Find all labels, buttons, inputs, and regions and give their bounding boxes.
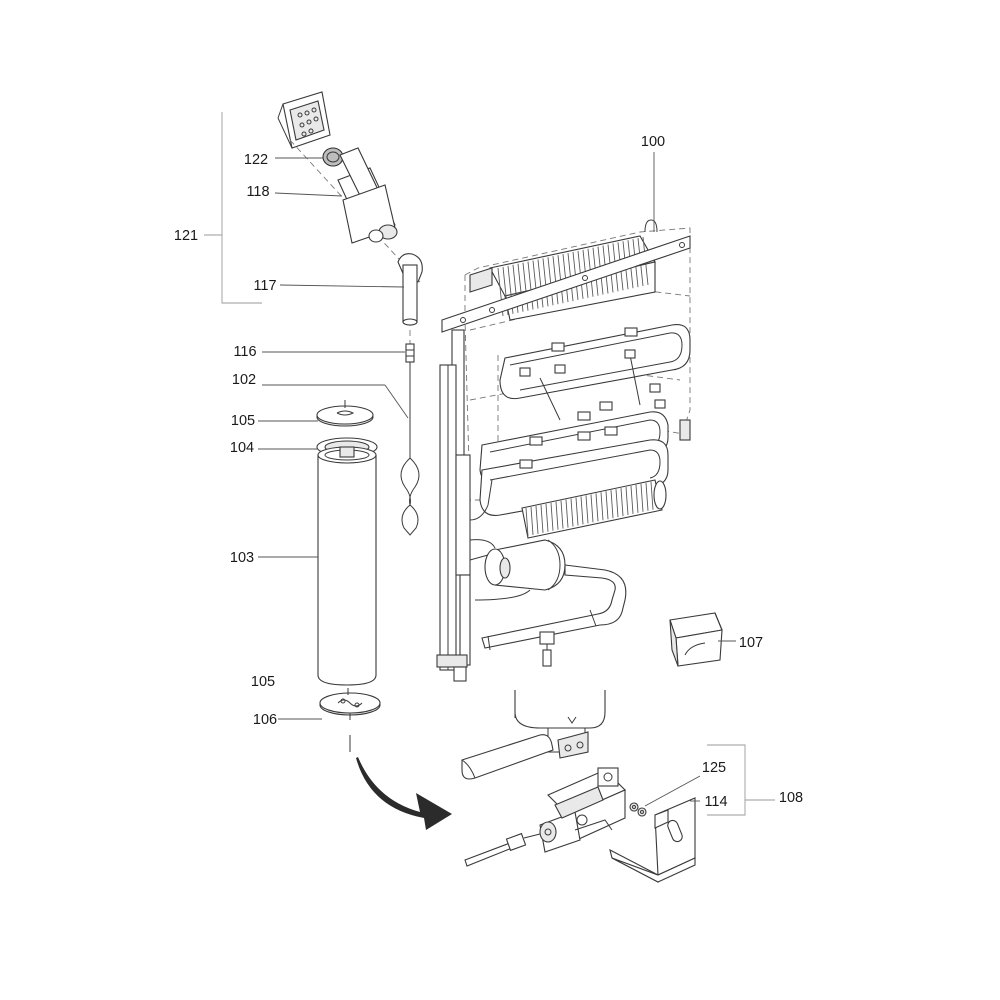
- vent-plate: [277, 91, 331, 149]
- condenser-fin: [590, 494, 594, 523]
- lower-pipe: [461, 734, 554, 780]
- condenser-fin: [542, 258, 549, 307]
- condenser-fin: [530, 506, 534, 535]
- mounting-rail-top: [441, 219, 691, 333]
- condenser-bottom: [521, 479, 667, 539]
- callout-107: 107: [739, 635, 763, 651]
- burner-detail: [461, 690, 696, 883]
- bracket-108: [707, 744, 775, 816]
- condenser-top: [469, 235, 656, 321]
- condenser-fin: [545, 503, 549, 532]
- condenser-fin: [610, 490, 614, 519]
- thermocouple-lead: [464, 832, 541, 867]
- callout-105-bottom: 105: [251, 674, 275, 690]
- burner-shield: [609, 797, 696, 883]
- condenser-fin: [600, 492, 604, 521]
- condenser-fins-bottom: [525, 481, 654, 537]
- condenser-fin: [630, 485, 634, 514]
- condenser-fin: [555, 501, 559, 530]
- condenser-fin: [557, 255, 564, 304]
- callout-103: 103: [230, 550, 254, 566]
- condenser-fin: [575, 497, 579, 526]
- return-pipe: [481, 564, 627, 667]
- bracket-121: [204, 112, 262, 304]
- burner-cover: [669, 612, 723, 667]
- callout-116: 116: [233, 344, 256, 360]
- condenser-fin: [580, 496, 584, 525]
- callout-117: 117: [253, 278, 276, 294]
- burner-tube-assembly: [316, 400, 381, 720]
- callout-108: 108: [779, 790, 803, 806]
- condenser-fin: [635, 484, 639, 513]
- callout-labels: 100 122 118 121 117 116 102 105 104 103 …: [174, 134, 803, 810]
- callout-118: 118: [246, 184, 269, 200]
- condenser-fin: [550, 502, 554, 531]
- condenser-fin: [570, 498, 574, 527]
- condenser-fin: [537, 259, 544, 308]
- seal-ring-top: [316, 400, 374, 427]
- leader-lines: [258, 152, 736, 807]
- condenser-fin: [535, 505, 539, 534]
- boiler-tube: [436, 329, 471, 682]
- condenser-fin: [585, 495, 589, 524]
- connecting-pipes: [469, 479, 531, 601]
- burner-tube: [317, 446, 377, 686]
- burner-jet: [539, 767, 626, 853]
- condenser-fin: [605, 491, 609, 520]
- condenser-fin: [525, 507, 529, 537]
- condenser-fin: [565, 499, 569, 528]
- flue-tube: [337, 147, 398, 244]
- condenser-fin: [552, 256, 559, 305]
- condenser-fin: [625, 486, 629, 516]
- callout-122: 122: [244, 152, 268, 168]
- fixing-screws: [629, 802, 647, 817]
- callout-100: 100: [641, 134, 665, 150]
- condenser-fin: [615, 489, 619, 518]
- absorber-vessel: [484, 539, 566, 591]
- condenser-fin: [650, 481, 654, 510]
- callout-121: 121: [174, 228, 198, 244]
- callout-104: 104: [230, 440, 254, 456]
- evaporator-coil: [479, 324, 691, 516]
- callout-105-top: 105: [231, 413, 255, 429]
- mesh-screen: [322, 147, 344, 167]
- condenser-fin: [620, 488, 624, 517]
- condenser-fin: [595, 493, 599, 522]
- callout-106: 106: [253, 712, 277, 728]
- bottom-plate: [319, 692, 381, 716]
- cooling-unit-assembly: [436, 219, 691, 682]
- deflector-tube: [397, 253, 423, 326]
- condenser-fin: [640, 483, 644, 512]
- direction-arrow: [349, 735, 452, 830]
- condenser-fin: [547, 257, 554, 306]
- condenser-fin: [532, 260, 539, 309]
- condenser-fin: [560, 500, 564, 529]
- condenser-fin: [645, 482, 649, 511]
- callout-114: 114: [704, 794, 727, 810]
- callout-125: 125: [702, 760, 726, 776]
- condenser-fin: [540, 504, 544, 533]
- flue-assembly: [277, 91, 423, 536]
- callout-102: 102: [232, 372, 256, 388]
- baffle-spring: [405, 343, 415, 372]
- baffle-wire: [400, 372, 420, 536]
